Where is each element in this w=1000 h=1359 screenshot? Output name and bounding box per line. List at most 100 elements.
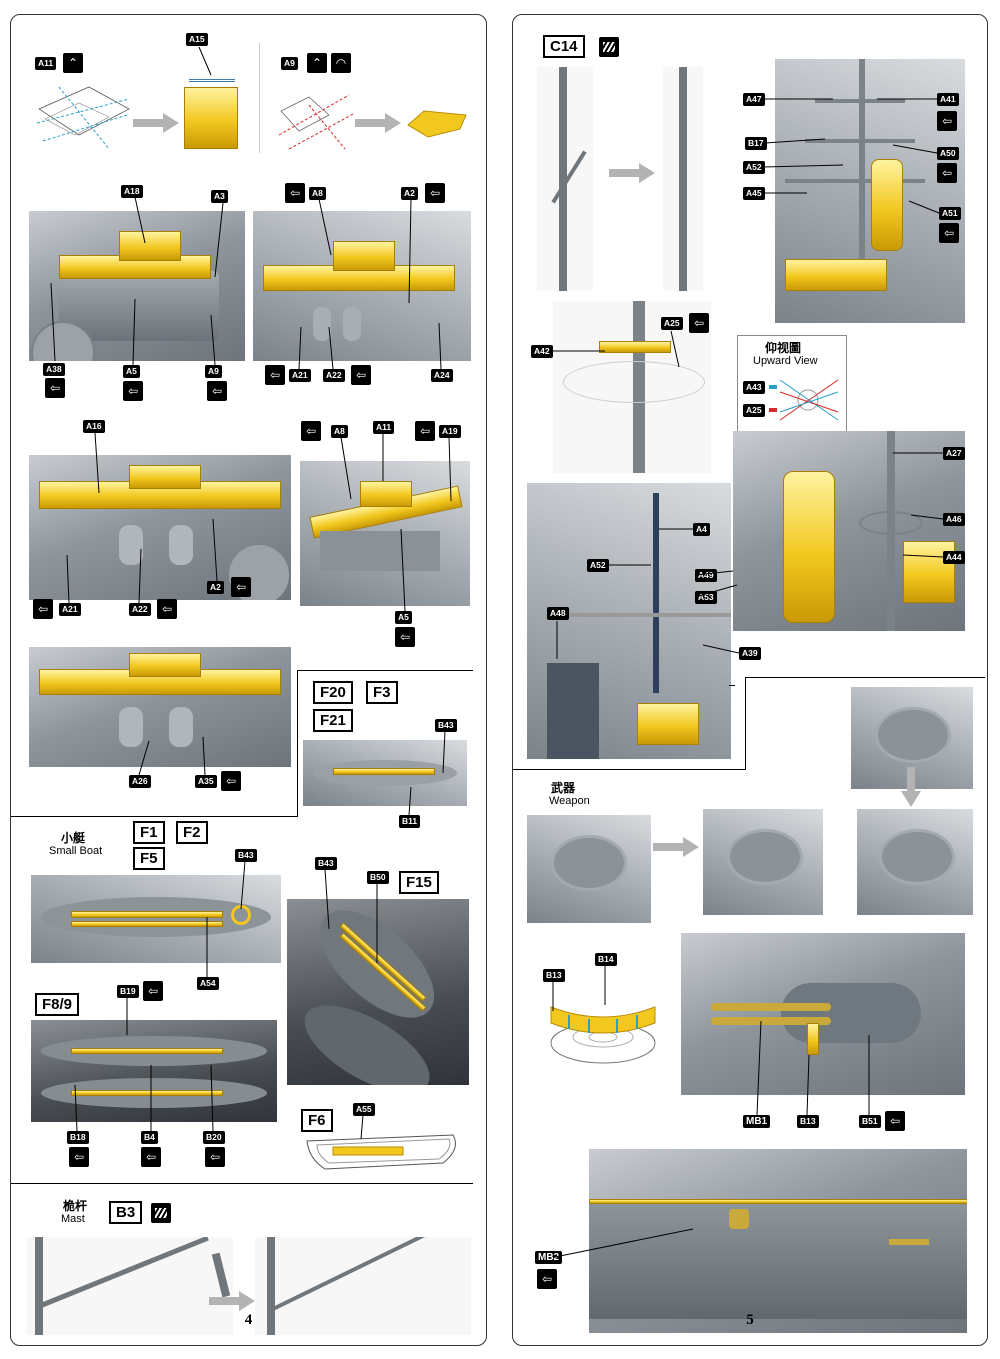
part-label-a27: A27 [943,447,965,460]
part-label-a9: A9 [281,57,298,70]
part-label-b43-c: B43 [315,857,337,870]
small-boat-title-cn: 小艇 [61,829,85,846]
photo-bridge-assembly-4 [300,461,470,606]
part-label-a51: A51 [939,207,961,220]
part-label-a45: A45 [743,187,765,200]
glue-icon: ⇦ [45,378,65,398]
fold-up-icon: ⌃ [307,53,327,73]
small-boat-title-en: Small Boat [49,845,102,857]
mast-title-en: Mast [61,1213,85,1225]
step-f8-9: F8/9 [35,993,79,1016]
instruction-page-5: C14 仰视圖 Upward View [512,14,988,1346]
upward-view-title-cn: 仰视圖 [765,339,801,356]
box-border-left [297,670,298,816]
part-label-a42: A42 [531,345,553,358]
glue-icon: ⇦ [537,1269,557,1289]
glue-icon: ⇦ [265,365,285,385]
box-line [729,685,735,686]
part-label-b13: B13 [543,969,565,982]
box-border-top [297,670,473,671]
progress-arrow-down [901,767,921,807]
part-label-a52-b: A52 [587,559,609,572]
part-label-a25-b: A25 [743,404,765,417]
section-box-top [745,677,985,678]
step-c14: C14 [543,35,585,58]
step-f20: F20 [313,681,353,704]
part-label-a15: A15 [186,33,208,46]
glue-icon: ⇦ [689,313,709,333]
part-label-b19: B19 [117,985,139,998]
turret-diagram [545,977,663,1081]
part-label-a46: A46 [943,513,965,526]
a11-flat-diagram [29,79,137,159]
part-label-a41: A41 [937,93,959,106]
step-f2: F2 [176,821,208,844]
glue-icon: ⇦ [157,599,177,619]
mast-title-cn: 桅杆 [63,1197,87,1214]
part-label-a44: A44 [943,551,965,564]
photo-mast-top [553,301,711,473]
part-label-b43: B43 [435,719,457,732]
section-box-left [745,677,746,769]
glue-icon: ⇦ [395,627,415,647]
part-label-a50: A50 [937,147,959,160]
part-label-a26: A26 [129,775,151,788]
photo-mast-c14-before [537,67,593,291]
section-divider [11,1183,473,1184]
photo-f8-9-boats [31,1020,277,1122]
part-label-a43: A43 [743,381,765,394]
step-b3: B3 [109,1201,142,1224]
part-label-b18: B18 [67,1131,89,1144]
glue-icon: ⇦ [937,111,957,131]
step-f1: F1 [133,821,165,844]
weapon-title-cn: 武器 [551,779,575,796]
photo-turret-base-1 [527,815,651,923]
part-label-b4: B4 [141,1131,158,1144]
part-label-a11-b: A11 [373,421,394,434]
progress-arrow [653,837,699,857]
glue-icon: ⇦ [33,599,53,619]
round-bend-icon: ◠ [331,53,351,73]
part-label-a16: A16 [83,420,105,433]
glue-icon: ⇦ [425,183,445,203]
step-f3: F3 [366,681,398,704]
part-label-a2-b: A2 [207,581,224,594]
red-swatch [769,408,777,412]
part-label-a18: A18 [121,185,143,198]
progress-arrow [209,1291,255,1311]
part-label-a38: A38 [43,363,65,376]
part-label-a21: A21 [289,369,311,382]
glue-icon: ⇦ [69,1147,89,1167]
part-label-a5-b: A5 [395,611,412,624]
upward-view-title-en: Upward View [753,355,818,367]
glue-icon: ⇦ [301,421,321,441]
part-label-a54: A54 [197,977,219,990]
f6-boat-diagram [303,1129,463,1179]
hatch-remove-icon [599,37,619,57]
part-label-a35: A35 [195,775,217,788]
part-label-a48: A48 [547,607,569,620]
progress-arrow [133,113,179,133]
progress-arrow [609,163,655,183]
photo-small-boat [31,875,281,963]
part-label-b13-b: B13 [797,1115,819,1128]
part-label-a11: A11 [35,57,56,70]
photo-hull-side-guns [589,1149,967,1333]
part-label-b43-b: B43 [235,849,257,862]
step-f15: F15 [399,871,439,894]
glue-icon: ⇦ [415,421,435,441]
photo-mast-c14-after [663,67,703,291]
part-label-b51: B51 [859,1115,881,1128]
fold-up-icon: ⌃ [63,53,83,73]
part-label-b20: B20 [203,1131,225,1144]
part-label-a8-b: A8 [331,425,348,438]
part-label-mb2: MB2 [535,1251,562,1264]
a9-assembled-part [406,107,468,143]
part-label-a3: A3 [211,190,228,203]
glue-icon: ⇦ [221,771,241,791]
part-label-a25: A25 [661,317,683,330]
page-number-5: 5 [513,1312,987,1329]
a15-railing [189,79,235,82]
glue-icon: ⇦ [143,981,163,1001]
section-divider [513,769,746,770]
